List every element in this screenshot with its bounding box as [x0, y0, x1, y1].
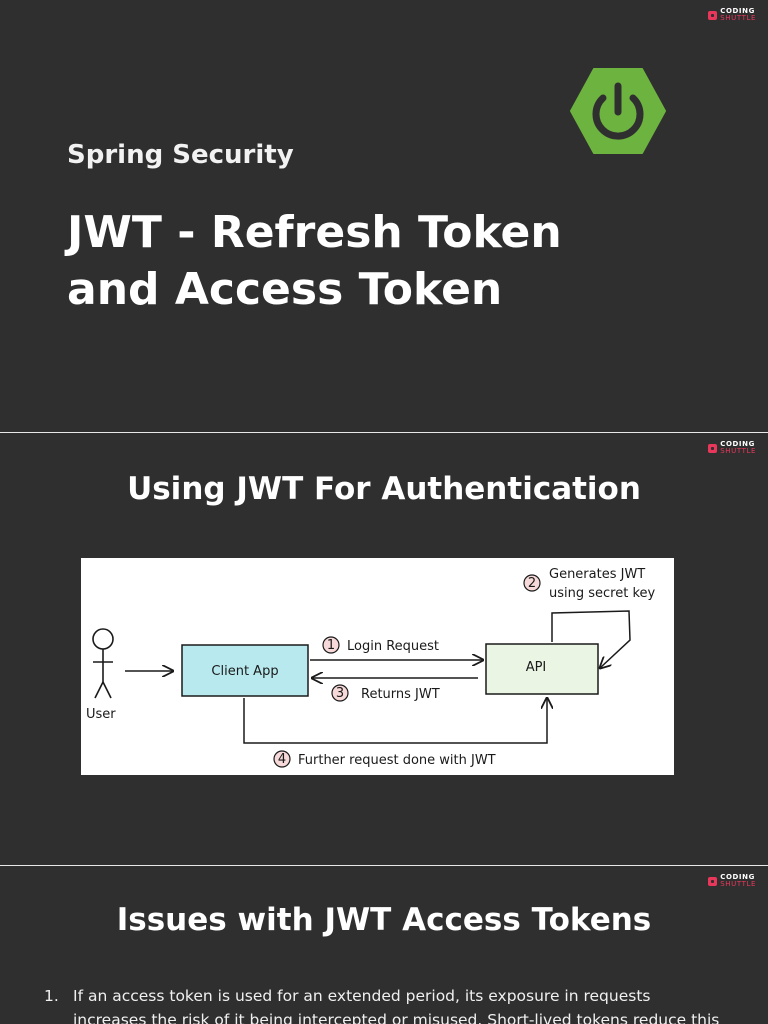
section-title: Issues with JWT Access Tokens	[116, 902, 652, 938]
api-label: API	[526, 660, 547, 675]
step-4-label: Further request done with JWT	[298, 753, 496, 768]
jwt-flow-diagram: User Client App API 1 Login Request 3 Re…	[81, 558, 674, 775]
brand-mark-icon	[708, 443, 718, 453]
step-4-number: 4	[278, 752, 286, 767]
coding-shuttle-logo: CODING SHUTTLE	[708, 874, 756, 888]
section-title: Using JWT For Authentication	[127, 471, 641, 507]
user-icon	[92, 628, 114, 699]
brand-line-1: CODING	[720, 7, 755, 15]
generate-jwt-loop-arrow	[551, 610, 631, 668]
step-2-line-2: using secret key	[549, 586, 656, 601]
list-item: 1. If an access token is used for an ext…	[44, 984, 724, 1024]
brand-line-1: CODING	[720, 440, 755, 448]
jwt-auth-slide: CODING SHUTTLE Using JWT For Authenticat…	[0, 432, 768, 865]
step-4-badge	[273, 750, 291, 768]
user-label: User	[86, 707, 116, 722]
brand-line-2: SHUTTLE	[720, 880, 756, 888]
coding-shuttle-logo: CODING SHUTTLE	[708, 441, 756, 455]
client-app-box	[181, 644, 309, 697]
further-request-arrow	[243, 698, 547, 744]
step-3-number: 3	[336, 686, 344, 701]
brand-line-1: CODING	[720, 873, 755, 881]
step-2-number: 2	[528, 576, 536, 591]
issues-list: 1. If an access token is used for an ext…	[44, 984, 724, 1024]
list-item-text: If an access token is used for an extend…	[73, 987, 720, 1024]
title-slide: CODING SHUTTLE Spring Security JWT - Ref…	[0, 0, 768, 432]
step-1-badge	[322, 636, 340, 654]
slide-title-line-1: JWT - Refresh Token	[67, 207, 562, 258]
coding-shuttle-logo: CODING SHUTTLE	[708, 8, 756, 22]
brand-line-2: SHUTTLE	[720, 14, 756, 22]
list-item-number: 1.	[44, 987, 59, 1005]
step-3-label: Returns JWT	[361, 687, 440, 702]
kicker-text: Spring Security	[67, 140, 294, 170]
step-2-line-1: Generates JWT	[549, 567, 645, 582]
spring-power-icon	[570, 68, 666, 154]
step-1-number: 1	[327, 638, 335, 653]
step-3-badge	[331, 684, 349, 702]
step-2-badge	[523, 574, 541, 592]
brand-line-2: SHUTTLE	[720, 447, 756, 455]
brand-mark-icon	[708, 10, 718, 20]
slide-title: JWT - Refresh Token and Access Token	[67, 204, 627, 318]
slide-title-line-2: and Access Token	[67, 264, 503, 315]
brand-mark-icon	[708, 876, 718, 886]
api-box	[485, 643, 599, 695]
step-1-label: Login Request	[347, 639, 439, 654]
client-app-label: Client App	[211, 664, 278, 679]
jwt-issues-slide: CODING SHUTTLE Issues with JWT Access To…	[0, 865, 768, 1024]
